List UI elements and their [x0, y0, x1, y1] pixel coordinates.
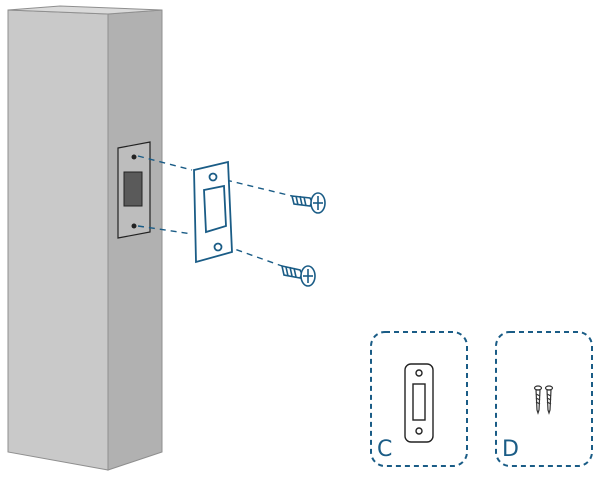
- screw-upper: [290, 192, 326, 214]
- part-d-box: D: [495, 331, 593, 467]
- part-c-label: C: [377, 437, 392, 462]
- frame-recess: [117, 141, 151, 239]
- part-c-box: C: [370, 331, 468, 467]
- door-frame: [7, 5, 163, 471]
- strike-plate: [193, 160, 233, 264]
- strike-plate-icon: [404, 363, 434, 443]
- part-d-label: D: [502, 437, 519, 462]
- alignment-lines: [137, 155, 293, 267]
- screws-icon: [533, 385, 554, 415]
- screw-lower: [280, 264, 316, 287]
